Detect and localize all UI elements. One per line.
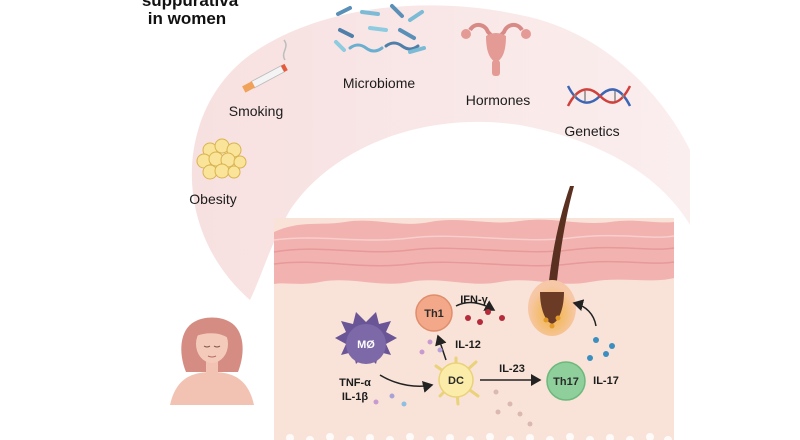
dna-icon bbox=[566, 85, 632, 107]
factor-label-smoking: Smoking bbox=[229, 103, 283, 119]
arrow-macrophage-to-dc bbox=[379, 374, 434, 393]
cell-label-macrophage: MØ bbox=[357, 339, 375, 351]
factor-label-microbiome: Microbiome bbox=[343, 75, 416, 91]
cytokine-dots bbox=[373, 309, 615, 427]
arrow-th1-to-follicle bbox=[455, 300, 496, 311]
th1-cell: Th1 bbox=[415, 294, 453, 332]
cytokine-label-il12: IL-12 bbox=[455, 339, 481, 351]
cigarette-icon bbox=[242, 39, 288, 93]
cell-label-th17: Th17 bbox=[553, 376, 579, 388]
factor-label-genetics: Genetics bbox=[564, 123, 619, 139]
fat-cells-icon bbox=[196, 138, 247, 180]
epidermis-layer bbox=[274, 219, 674, 284]
risk-factor-arc bbox=[191, 5, 690, 301]
bacteria-icon bbox=[334, 4, 426, 54]
cytokine-label-tnf: TNF-α bbox=[339, 377, 371, 389]
diagram-title-line1: suppurativa bbox=[142, 0, 239, 10]
arrow-il17-to-follicle bbox=[572, 299, 597, 327]
cell-label-th1: Th1 bbox=[424, 308, 444, 320]
cytokine-label-il1b: IL-1β bbox=[342, 391, 369, 403]
cytokine-label-il23: IL-23 bbox=[499, 363, 525, 375]
cell-label-dendritic: DC bbox=[448, 375, 464, 387]
dendritic-cell: DC bbox=[434, 356, 480, 406]
factor-label-obesity: Obesity bbox=[189, 191, 236, 207]
skin-section bbox=[273, 218, 675, 440]
uterus-icon bbox=[461, 23, 531, 76]
woman-avatar-icon bbox=[170, 317, 254, 405]
cytokine-label-il17: IL-17 bbox=[593, 375, 619, 387]
th17-cell: Th17 bbox=[546, 361, 586, 401]
diagram-title-line2: in women bbox=[148, 9, 226, 28]
hair-follicle-icon bbox=[528, 186, 576, 336]
arrow-dc-to-th1 bbox=[435, 334, 447, 361]
cytokine-label-ifng: IFN-γ bbox=[460, 294, 488, 306]
factor-label-hormones: Hormones bbox=[466, 92, 531, 108]
macrophage-cell: MØ bbox=[335, 312, 397, 364]
